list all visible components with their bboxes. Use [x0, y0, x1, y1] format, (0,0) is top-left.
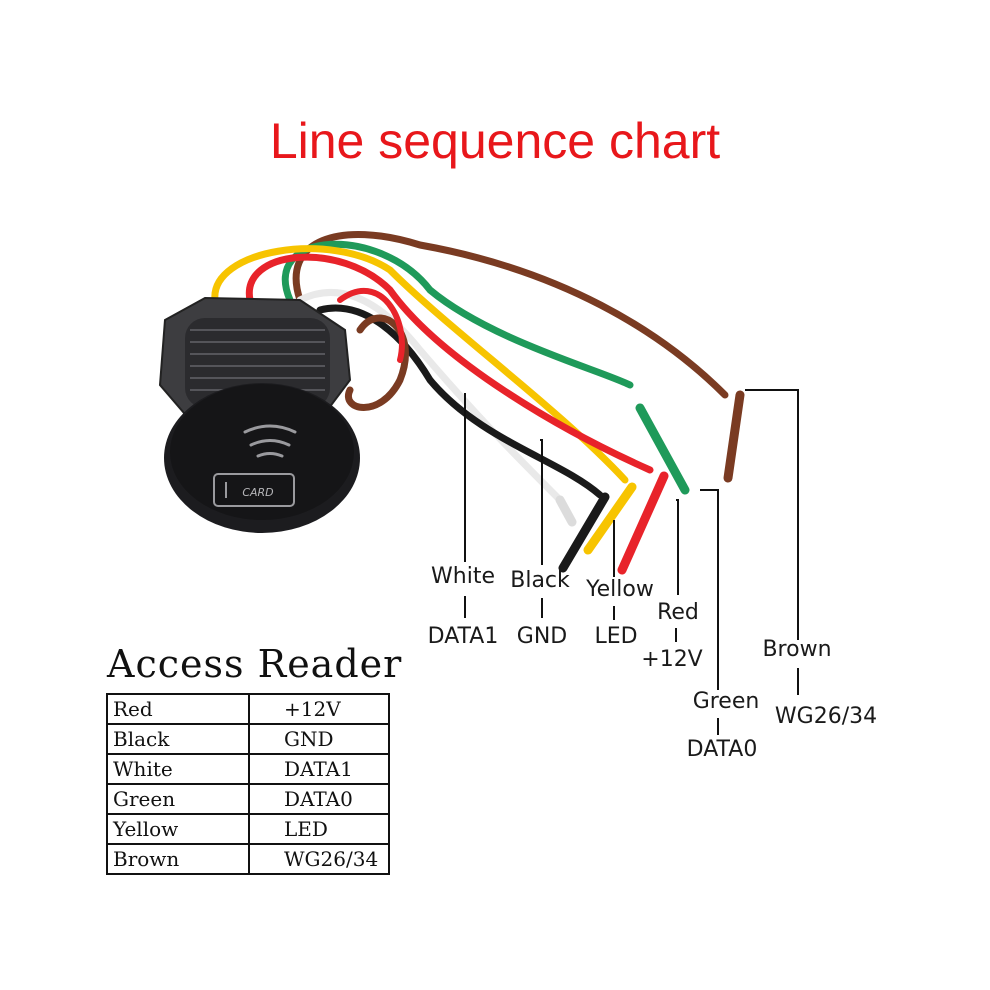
table-row: Red +12V — [106, 693, 390, 725]
table-cell-color: Green — [106, 783, 250, 815]
wire-label-brown-color: Brown — [762, 637, 832, 662]
wire-label-brown-signal: WG26/34 — [774, 704, 878, 729]
table-cell-signal: +12V — [248, 693, 390, 725]
wire-label-red-signal: +12V — [641, 647, 703, 672]
table-cell-signal: LED — [248, 813, 390, 845]
card-icon — [213, 473, 295, 507]
wire-label-black-signal: GND — [516, 624, 568, 649]
red-wire — [245, 253, 654, 474]
table-cell-color: White — [106, 753, 250, 785]
white-wire — [296, 288, 564, 504]
table-cell-color: Yellow — [106, 813, 250, 845]
nfc-waves-icon — [243, 424, 297, 458]
wire-label-black-color: Black — [510, 568, 570, 593]
table-row: Brown WG26/34 — [106, 843, 390, 875]
table-row: Black GND — [106, 723, 390, 755]
table-row: White DATA1 — [106, 753, 390, 785]
table-cell-color: Black — [106, 723, 250, 755]
card-label: CARD — [242, 486, 273, 499]
table-title: Access Reader — [107, 642, 403, 686]
wire-ends — [555, 390, 745, 575]
black-wire — [316, 304, 604, 499]
diagram-title: Line sequence chart — [269, 113, 721, 169]
wire-label-green-signal: DATA0 — [686, 737, 758, 762]
leader-lines — [464, 389, 799, 735]
table-cell-signal: DATA0 — [248, 783, 390, 815]
wire-label-white-color: White — [431, 564, 495, 589]
wire-bundle — [211, 231, 729, 504]
table-row: Yellow LED — [106, 813, 390, 845]
table-cell-signal: DATA1 — [248, 753, 390, 785]
table-cell-signal: WG26/34 — [248, 843, 390, 875]
wire-label-white-signal: DATA1 — [427, 624, 499, 649]
table-cell-color: Red — [106, 693, 250, 725]
wire-legend-table: Red +12V Black GND White DATA1 Green DAT… — [106, 693, 390, 875]
reader-body: CARD — [158, 296, 360, 533]
wire-label-yellow-signal: LED — [594, 624, 638, 649]
wire-label-green-color: Green — [692, 689, 760, 714]
table-row: Green DATA0 — [106, 783, 390, 815]
table-cell-color: Brown — [106, 843, 250, 875]
wire-label-red-color: Red — [657, 600, 699, 625]
yellow-wire — [211, 245, 629, 484]
table-cell-signal: GND — [248, 723, 390, 755]
wire-label-yellow-color: Yellow — [586, 577, 654, 602]
